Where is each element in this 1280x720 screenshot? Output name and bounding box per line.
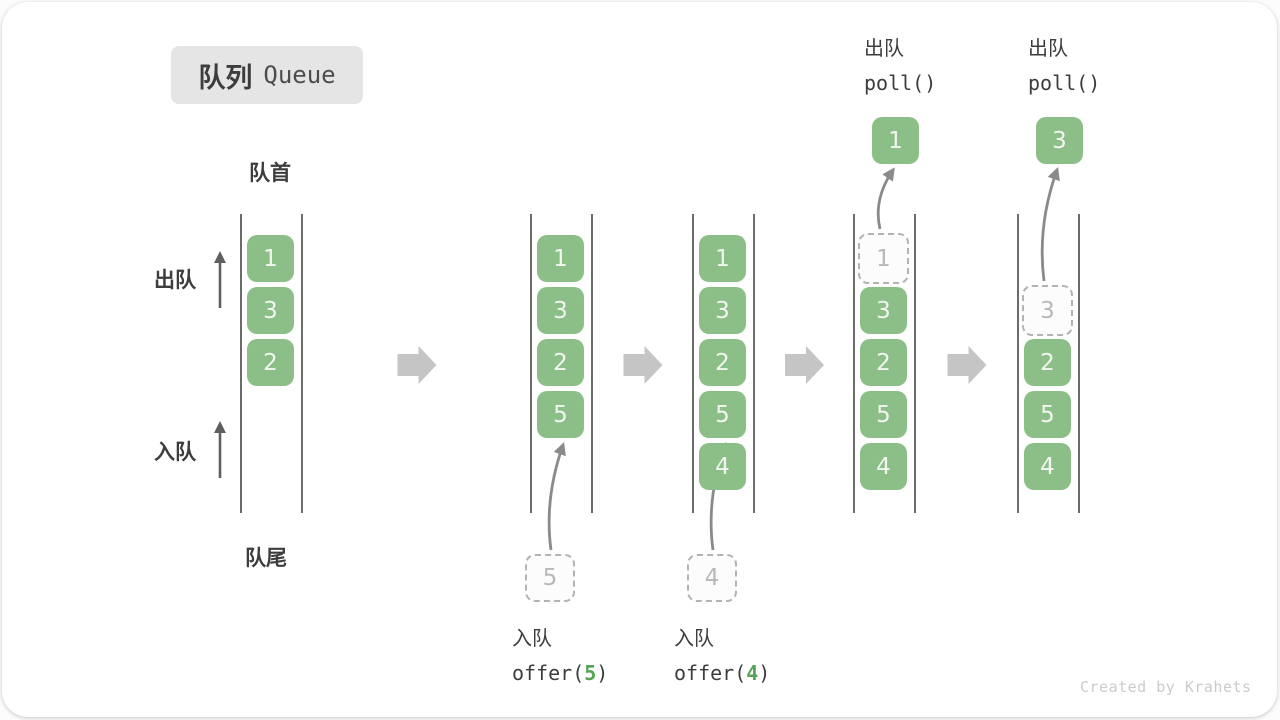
dequeued-item-box: 1 [872,117,919,164]
dequeue-side-label: 出队 [154,269,196,292]
flow-arrow-icon [623,346,663,384]
queue-item-box: 1 [247,235,294,282]
queue-item-box: 4 [860,443,907,490]
dequeue-arrow-icon [1040,166,1060,282]
flow-arrow-icon [947,346,987,384]
queue-item-box: 1 [699,235,746,282]
queue-item-box: 5 [699,391,746,438]
queue-wall-left [530,214,532,513]
flow-arrow-icon [785,346,824,384]
queue-item-box: 4 [1024,443,1071,490]
queue-wall-left [1017,214,1019,513]
dequeued-item-box: 3 [1036,117,1083,164]
queue-item-box: 5 [860,391,907,438]
queue-item-box: 2 [1024,339,1071,386]
dequeue-op-label-zh: 出队 [864,38,904,60]
queue-rear-label: 队尾 [245,547,287,570]
queue-item-removed-box: 3 [1022,285,1073,336]
queue-item-box: 2 [860,339,907,386]
queue-item-box: 1 [537,235,584,282]
queue-item-box: 4 [699,443,746,490]
queue-wall-right [301,214,303,513]
enqueue-op-label-code: offer(4) [674,661,771,685]
title-en: Queue [263,61,336,89]
dequeue-op-label-code: poll() [1028,71,1101,95]
queue-wall-right [753,214,755,513]
enqueue-op-label-zh: 入队 [512,628,552,650]
queue-wall-right [591,214,593,513]
queue-wall-left [240,214,242,513]
queue-front-label: 队首 [249,162,291,185]
enqueue-arg-value: 5 [584,661,597,685]
enqueue-arrow-icon [547,441,566,551]
queue-item-box: 3 [247,287,294,334]
dequeue-op-label: 出队 poll() [864,32,936,95]
pending-item-box: 5 [525,554,575,602]
queue-item-box: 3 [537,287,584,334]
queue-wall-left [853,214,855,513]
enqueue-arg-value: 4 [746,661,759,685]
queue-item-box: 2 [247,339,294,386]
enqueue-op-label: 入队 offer(4) [674,622,770,685]
flow-arrow-icon [397,346,437,384]
enqueue-op-label-zh: 入队 [674,628,714,650]
dequeue-op-label-zh: 出队 [1028,38,1068,60]
queue-item-box: 2 [537,339,584,386]
queue-item-box: 5 [1024,391,1071,438]
queue-item-box: 5 [537,391,584,438]
queue-item-box: 2 [699,339,746,386]
dequeue-arrow-icon [876,167,895,230]
queue-item-box: 3 [860,287,907,334]
dequeue-op-label: 出队 poll() [1028,32,1100,95]
enqueue-op-label: 入队 offer(5) [512,622,608,685]
queue-wall-right [914,214,916,513]
queue-item-removed-box: 1 [858,233,909,284]
watermark: Created by Krahets [1080,678,1252,696]
enqueue-op-label-code: offer(5) [512,661,609,685]
queue-wall-right [1078,214,1080,513]
enqueue-side-label: 入队 [154,441,196,464]
queue-item-box: 3 [699,287,746,334]
pending-item-box: 4 [687,554,737,602]
title-box: 队列 Queue [171,46,363,104]
title-zh: 队列 [198,62,253,93]
queue-wall-left [692,214,694,513]
dequeue-op-label-code: poll() [864,71,937,95]
